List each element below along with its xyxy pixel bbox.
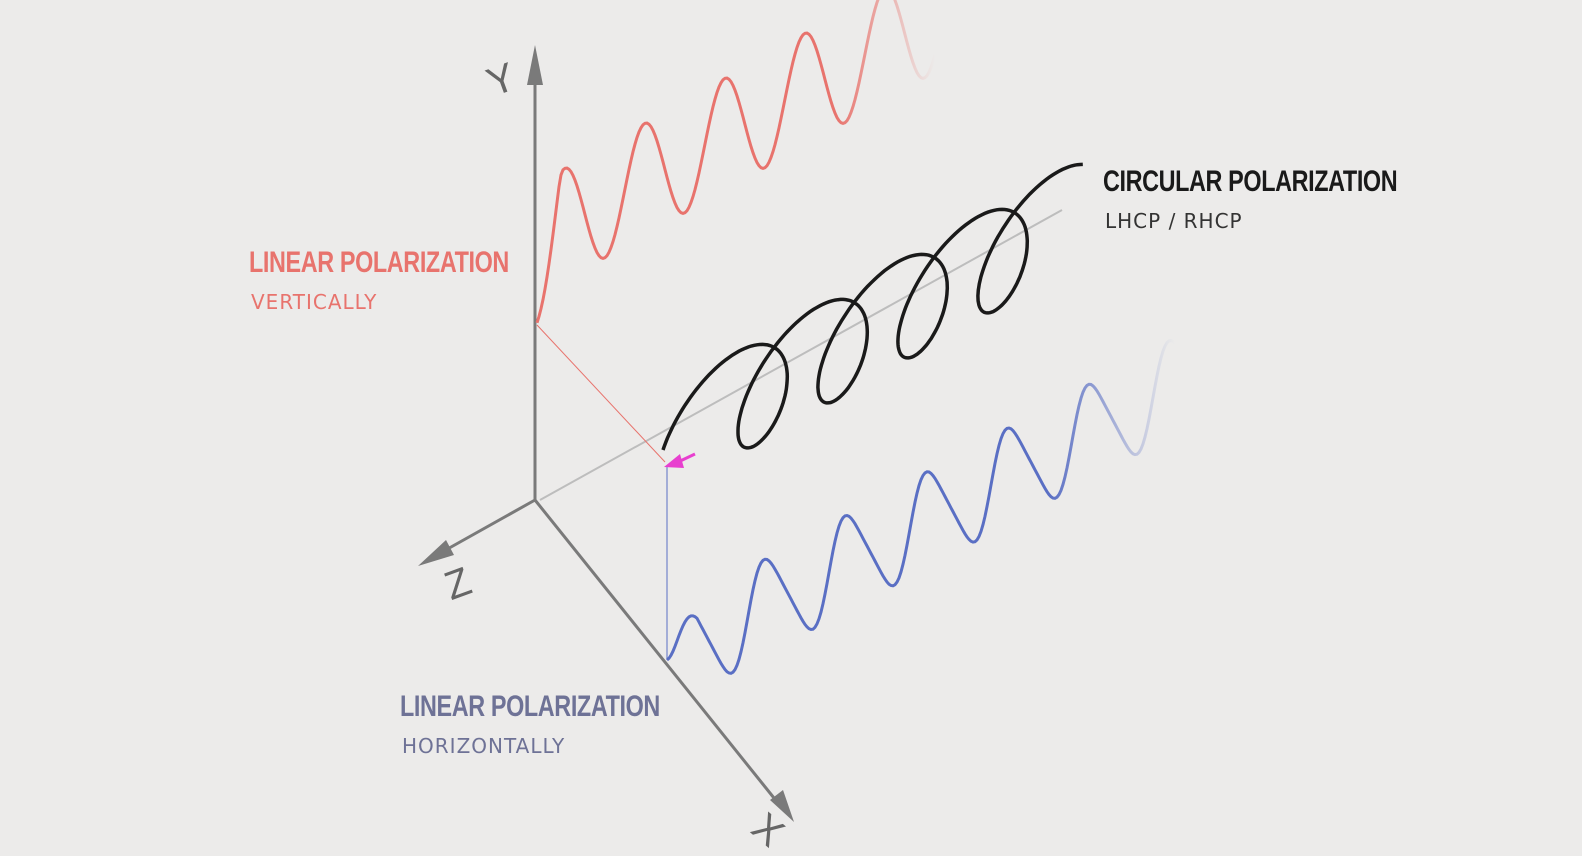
horizontal-wave xyxy=(666,338,1177,675)
z-axis xyxy=(434,498,536,558)
circular-helix xyxy=(661,162,1083,451)
propagation-axis xyxy=(539,209,1063,501)
z-axis-arrowhead xyxy=(418,540,454,566)
x-axis xyxy=(533,499,784,809)
horizontal-polarization-subtitle: HORIZONTALLY xyxy=(402,734,566,758)
vertical-projection-line xyxy=(536,324,666,463)
x-axis-arrowhead xyxy=(770,790,794,822)
circular-polarization-title: CIRCULAR POLARIZATION xyxy=(1103,165,1398,198)
circular-polarization-subtitle: LHCP / RHCP xyxy=(1105,209,1243,233)
pointer-arrow-icon xyxy=(664,452,696,468)
vertical-polarization-subtitle: VERTICALLY xyxy=(251,290,378,314)
vertical-polarization-title: LINEAR POLARIZATION xyxy=(249,246,509,279)
horizontal-polarization-title: LINEAR POLARIZATION xyxy=(400,690,660,723)
y-axis-arrowhead xyxy=(527,45,543,85)
vertical-wave xyxy=(535,0,937,324)
